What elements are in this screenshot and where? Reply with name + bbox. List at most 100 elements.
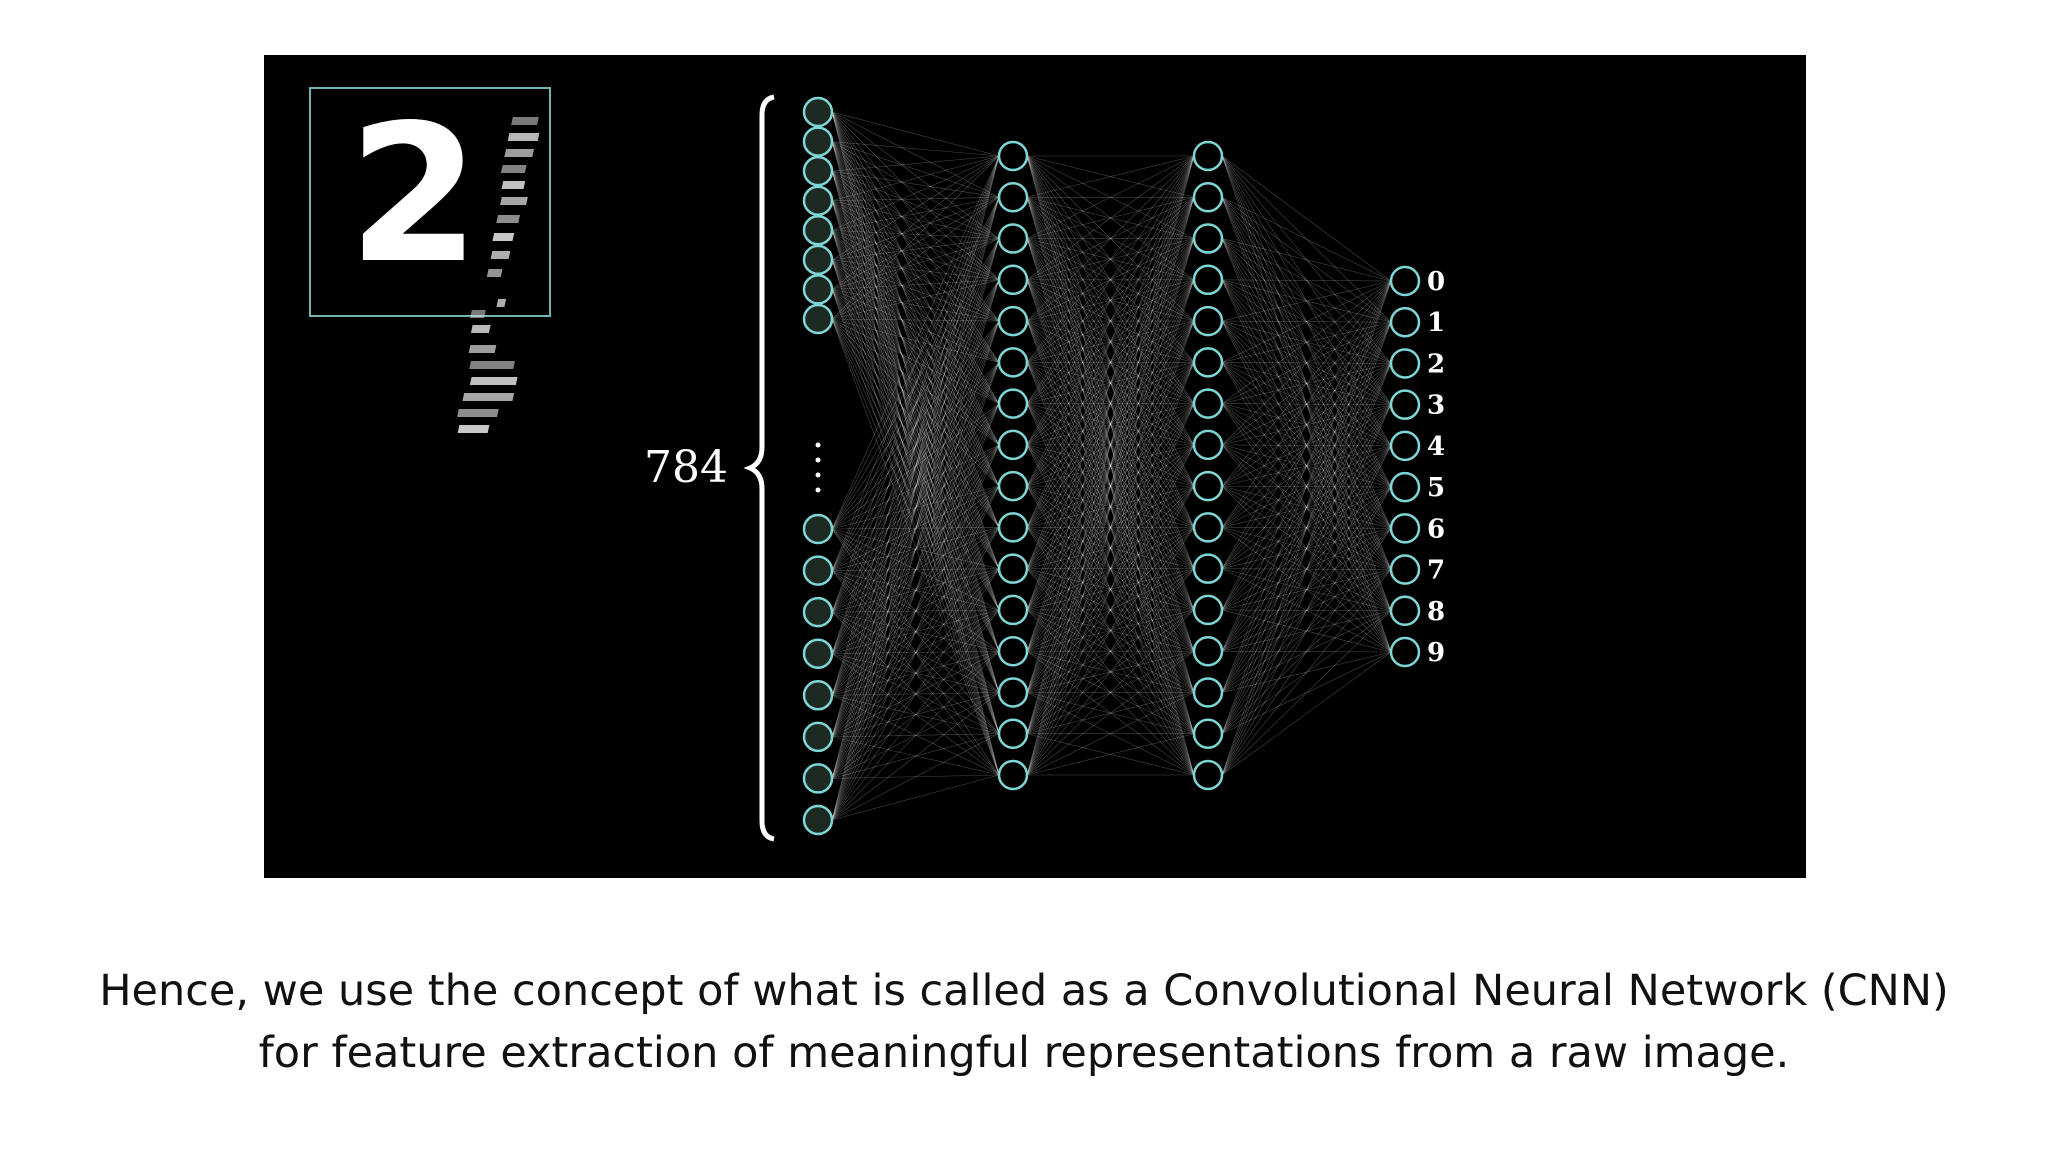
connection-line [1026, 197, 1195, 446]
connection-line [1026, 485, 1195, 734]
connection-line [1026, 403, 1195, 734]
connection-line [1221, 568, 1392, 570]
connection-line [1026, 444, 1195, 487]
connection-line [1221, 527, 1392, 653]
output-label: 5 [1427, 473, 1445, 503]
hidden-neuron [997, 635, 1029, 667]
input-digit: 2 [348, 84, 480, 305]
connection-line [831, 362, 1000, 696]
connection-line [831, 238, 1000, 654]
connection-line [1026, 692, 1195, 735]
connection-line [831, 609, 1000, 696]
connection-line [1221, 322, 1392, 528]
connection-line [1221, 322, 1392, 652]
slide-caption: Hence, we use the concept of what is cal… [0, 960, 2048, 1084]
connection-line [831, 111, 1000, 157]
connection-line [1026, 444, 1195, 528]
connection-line [1026, 238, 1195, 611]
connection-line [831, 197, 1000, 290]
connection-line [831, 736, 1000, 776]
input-neuron [802, 155, 834, 187]
connection-line [831, 259, 1000, 363]
connection-line [831, 197, 1000, 613]
connection-line [831, 238, 1000, 290]
connection-line [831, 229, 1000, 281]
connection-line [1026, 238, 1195, 734]
connection-line [1221, 197, 1392, 570]
connection-line [831, 238, 1000, 613]
connection-line [1026, 485, 1195, 528]
connection-line [831, 611, 1000, 734]
connection-line [831, 289, 1000, 528]
connection-line [1221, 279, 1392, 611]
hidden-neuron [997, 305, 1029, 337]
input-neuron [802, 96, 834, 128]
connection-line [1026, 279, 1195, 611]
connection-line [1026, 238, 1195, 652]
output-label: 2 [1427, 349, 1445, 379]
connection-line [831, 733, 1000, 738]
connection-line [831, 141, 1000, 322]
connection-line [831, 289, 1000, 611]
connection-line [1221, 362, 1392, 611]
connection-line [831, 289, 1000, 322]
connection-line [831, 141, 1000, 404]
connection-line [1221, 528, 1392, 611]
connection-line [1026, 362, 1195, 776]
connection-line [1026, 527, 1195, 611]
connection-line [1221, 527, 1392, 612]
hidden-neuron [1192, 388, 1224, 419]
connection-line [1026, 155, 1195, 652]
input-neuron [802, 274, 834, 305]
connection-line [831, 568, 1000, 696]
connection-line [831, 238, 1000, 320]
hidden-neuron [1192, 264, 1224, 296]
output-label: 3 [1427, 391, 1445, 421]
connection-line [1026, 568, 1195, 776]
connection-line [1026, 527, 1195, 569]
connection-line [831, 733, 1000, 821]
connection-line [1026, 197, 1195, 528]
connection-line [831, 170, 1000, 322]
connection-line [831, 318, 1000, 611]
connection-line [831, 318, 1000, 404]
connection-line [831, 318, 1000, 776]
connection-line [831, 111, 1000, 363]
connection-line [1221, 568, 1392, 612]
connection-line [1026, 444, 1195, 776]
connection-line [1221, 403, 1392, 570]
hidden-neuron [997, 388, 1029, 419]
connection-line [1221, 155, 1392, 447]
connection-line [831, 568, 1000, 613]
connection-line [1026, 238, 1195, 528]
connection-line [1026, 568, 1195, 611]
connection-line [1026, 362, 1195, 446]
connection-line [1026, 279, 1195, 528]
connection-line [1026, 650, 1195, 693]
connection-line [1026, 403, 1195, 446]
connection-line [831, 155, 1000, 172]
connection-line [1221, 279, 1392, 447]
connection-line [1221, 651, 1392, 735]
connection-line [1026, 238, 1195, 281]
connection-line [1026, 155, 1195, 611]
connection-line [831, 155, 1000, 530]
connection-line [1221, 609, 1392, 653]
input-neuron [802, 721, 834, 753]
connection-line [831, 170, 1000, 239]
connection-line [1221, 238, 1392, 488]
connection-line [831, 141, 1000, 652]
connection-line [1026, 403, 1195, 569]
connection-line [831, 259, 1000, 652]
connection-line [1026, 485, 1195, 776]
connection-line [1026, 692, 1195, 776]
connection-line [831, 318, 1000, 322]
output-label: 9 [1427, 638, 1445, 668]
connection-line [831, 111, 1000, 404]
connection-line [831, 111, 1000, 776]
connection-line [1026, 155, 1195, 322]
connection-line [1026, 485, 1195, 693]
connection-line [1221, 569, 1392, 734]
connection-line [1221, 403, 1392, 405]
